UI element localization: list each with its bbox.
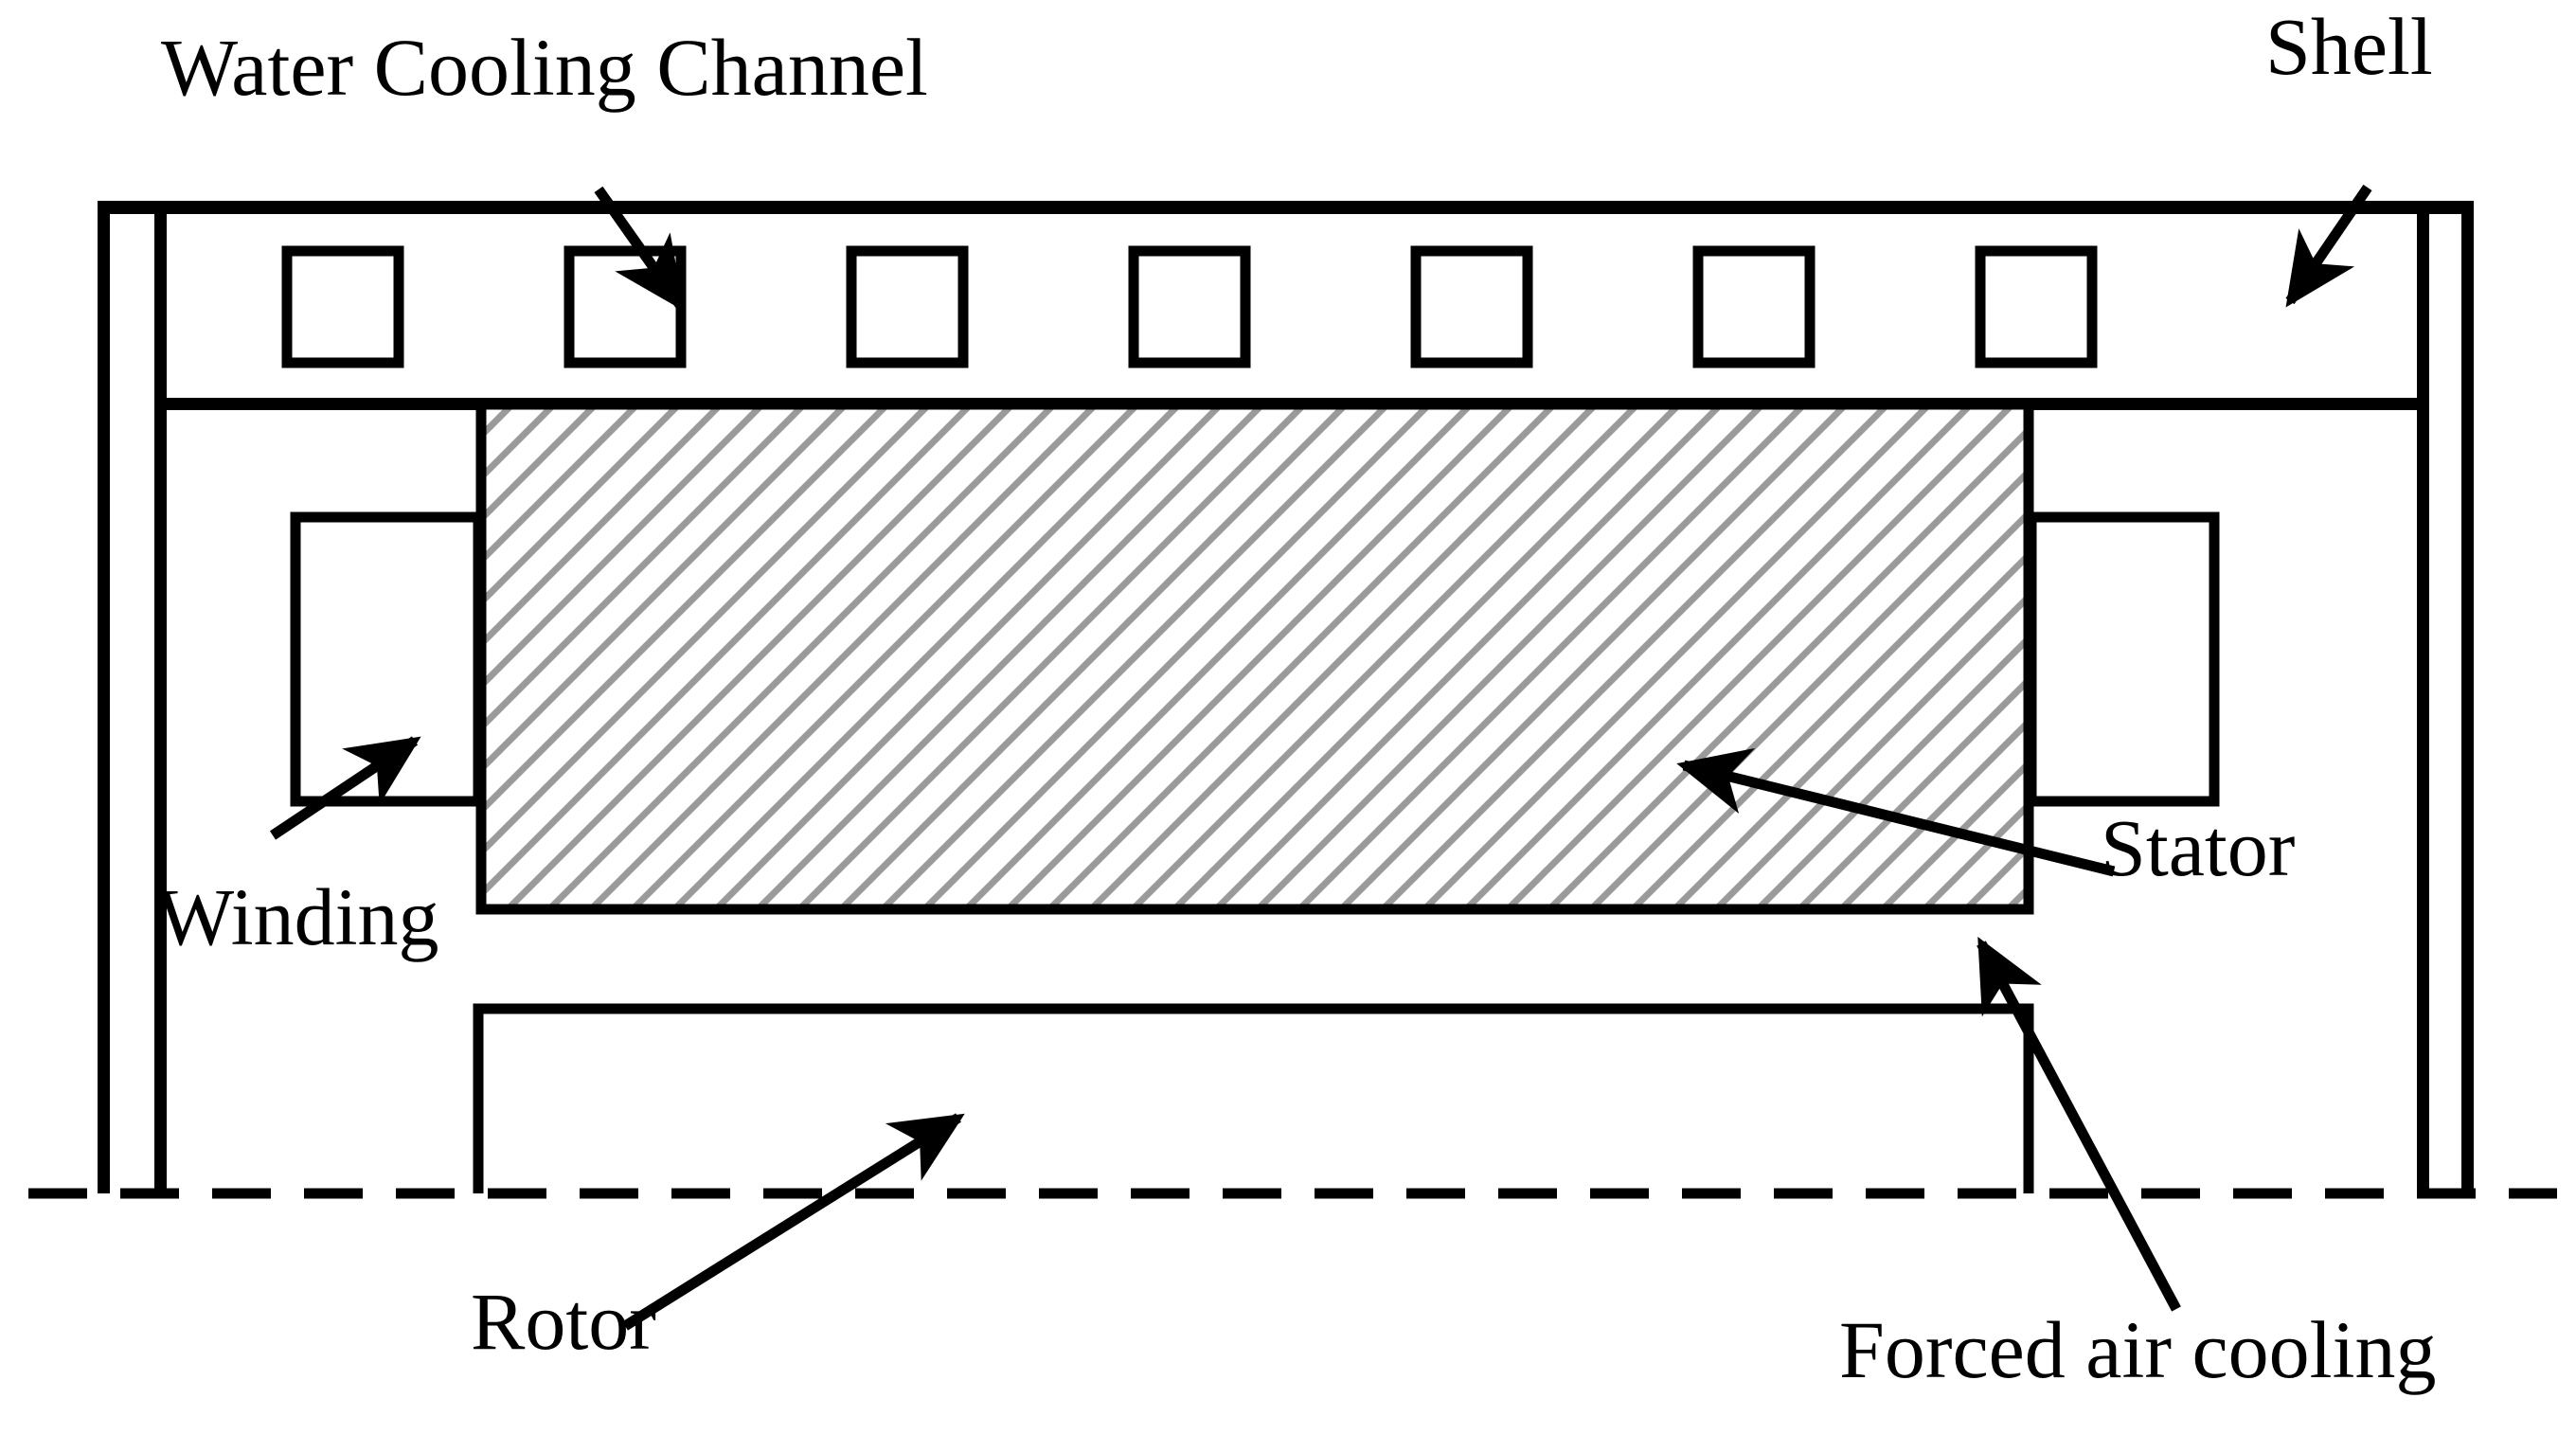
shell-left-inner-wall bbox=[154, 207, 167, 1193]
cooling-channel-3 bbox=[846, 245, 969, 368]
shell-right-inner-wall bbox=[2417, 207, 2429, 1193]
label-stator: Stator bbox=[2101, 802, 2296, 893]
label-forced-air-cooling: Forced air cooling bbox=[1839, 1304, 2437, 1395]
water-cooling-channel-group bbox=[281, 245, 2098, 368]
rotor-arrow bbox=[622, 1113, 965, 1331]
cooling-channel-5 bbox=[1410, 245, 1533, 368]
winding-right bbox=[2026, 511, 2220, 807]
stator-arrow bbox=[1676, 747, 2116, 877]
label-shell: Shell bbox=[2265, 1, 2433, 92]
shell-top-plate bbox=[98, 201, 2474, 214]
cooling-channel-4 bbox=[1128, 245, 1251, 368]
stator-body bbox=[475, 399, 2034, 915]
label-rotor: Rotor bbox=[471, 1276, 656, 1367]
cooling-channel-7 bbox=[1975, 245, 2098, 368]
shell-arrow bbox=[2285, 184, 2372, 308]
water-cooling-channel-arrow bbox=[594, 186, 685, 312]
winding-arrow bbox=[269, 736, 421, 840]
rotor-body bbox=[473, 1003, 2034, 1193]
forced-air-cooling-arrow bbox=[1977, 937, 2181, 1312]
shell-left-outer-wall bbox=[98, 201, 110, 1193]
shell-right-outer-wall bbox=[2461, 201, 2474, 1193]
cooling-channel-2 bbox=[564, 245, 687, 368]
cooling-channel-1 bbox=[281, 245, 404, 368]
cooling-channel-6 bbox=[1692, 245, 1816, 368]
label-water-cooling-channel: Water Cooling Channel bbox=[161, 22, 928, 113]
label-winding: Winding bbox=[157, 871, 439, 962]
